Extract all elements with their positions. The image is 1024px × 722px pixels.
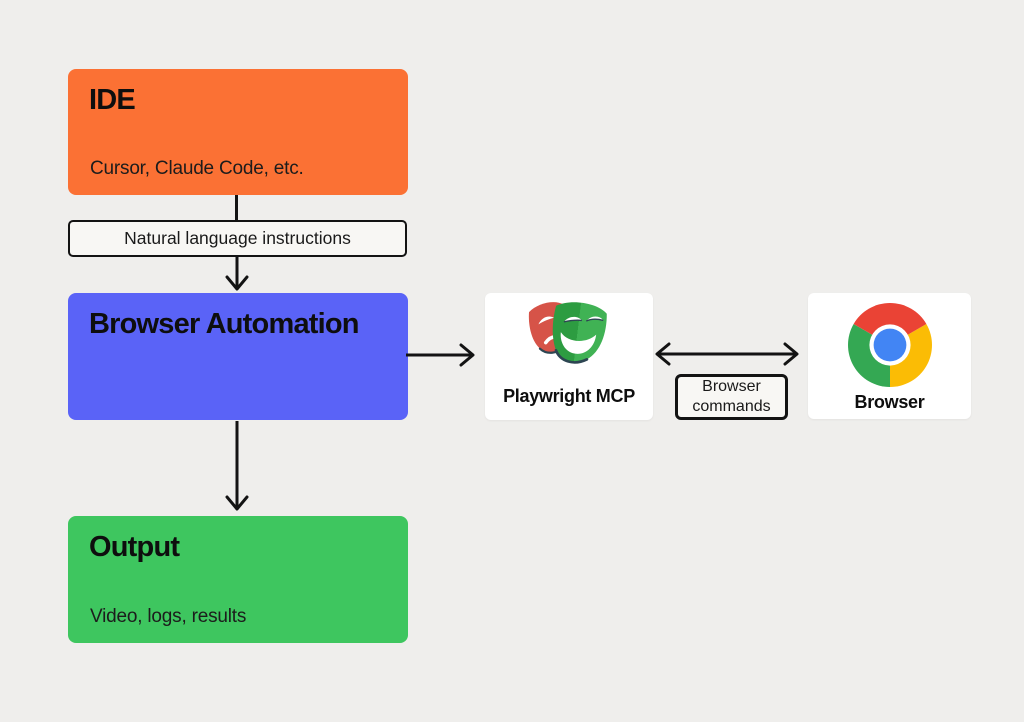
node-browser: Browser: [808, 293, 971, 419]
node-browser-automation: Browser Automation: [68, 293, 408, 420]
node-output-title: Output: [89, 531, 180, 563]
arrow-right-icon: [406, 343, 475, 367]
node-ide-subtitle: Cursor, Claude Code, etc.: [90, 158, 304, 179]
arrow-playwright-browser-bidirectional: [652, 340, 802, 368]
arrow-browser-automation-to-playwright: [406, 341, 480, 369]
node-output: Output Video, logs, results: [68, 516, 408, 643]
double-arrow-icon: [655, 342, 799, 366]
arrow-browser-automation-to-output: [223, 421, 251, 513]
node-browser-automation-title: Browser Automation: [89, 308, 360, 340]
node-playwright-mcp: Playwright MCP: [485, 293, 653, 420]
node-browser-label: Browser: [854, 392, 925, 412]
node-ide-title: IDE: [89, 84, 136, 116]
arrow-instructions-to-browser-automation: [223, 257, 251, 293]
chrome-icon: [847, 303, 932, 392]
edge-label-natural-language-instructions: Natural language instructions: [68, 220, 407, 257]
node-playwright-mcp-label: Playwright MCP: [503, 386, 635, 406]
connector-ide-to-instructions: [235, 195, 238, 221]
edge-label-browser-commands: Browser commands: [675, 374, 788, 420]
edge-label-browser-commands-text: Browser commands: [692, 378, 771, 415]
arrow-down-long-icon: [225, 421, 249, 511]
arrow-down-icon: [225, 257, 249, 291]
node-output-subtitle: Video, logs, results: [90, 606, 247, 627]
node-ide: IDE Cursor, Claude Code, etc.: [68, 69, 408, 195]
playwright-masks-icon: [511, 295, 627, 384]
edge-label-nli-text: Natural language instructions: [124, 228, 351, 248]
